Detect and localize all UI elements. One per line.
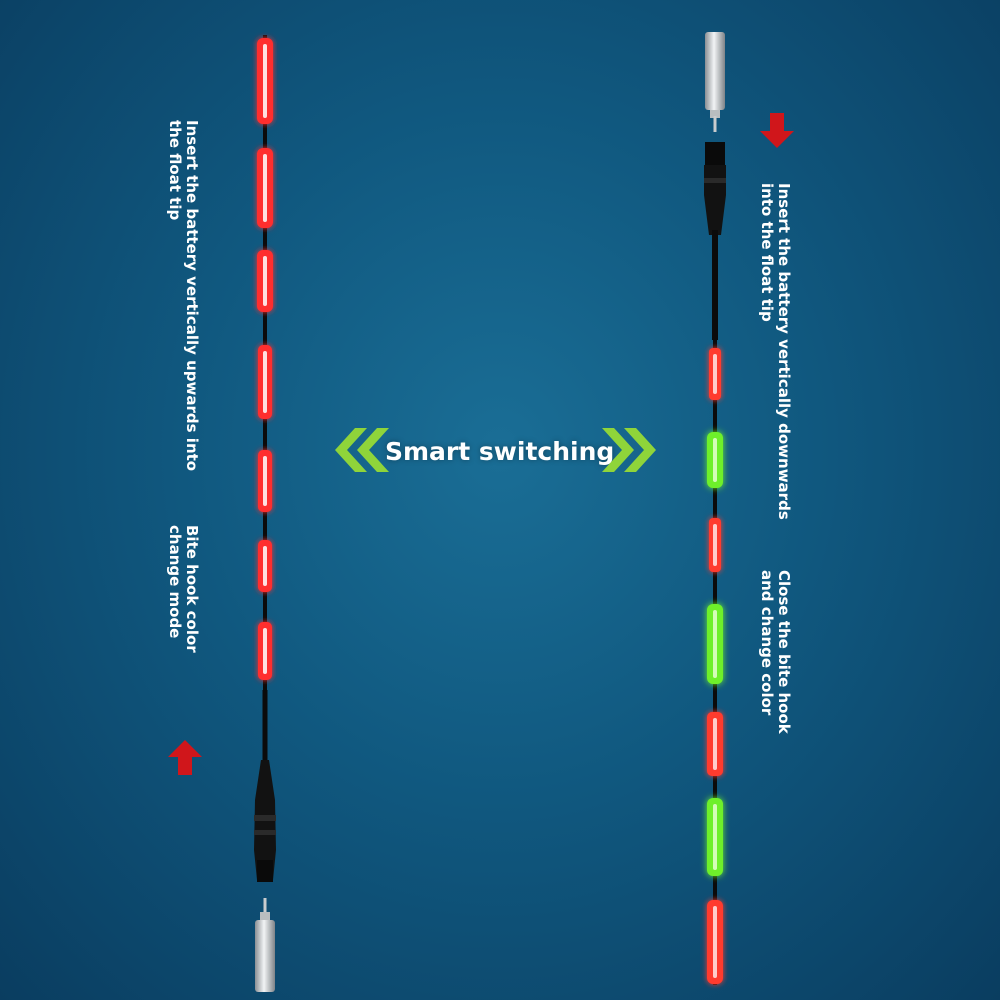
smart-switching-title: Smart switching bbox=[385, 437, 615, 466]
right-caption-mode: Close the bite hook and change color bbox=[758, 570, 793, 734]
arrow-up-icon bbox=[168, 740, 202, 775]
left-float-rod bbox=[254, 35, 276, 992]
left-caption-insert: Insert the battery vertically upwards in… bbox=[166, 120, 201, 472]
chevron-left-icon bbox=[335, 428, 389, 472]
right-caption-insert: Insert the battery vertically downwards … bbox=[758, 183, 793, 520]
right-float-rod bbox=[704, 32, 726, 985]
chevron-right-icon bbox=[602, 428, 656, 472]
left-caption-mode: Bite hook color change mode bbox=[166, 525, 201, 653]
arrow-down-icon bbox=[760, 113, 794, 148]
